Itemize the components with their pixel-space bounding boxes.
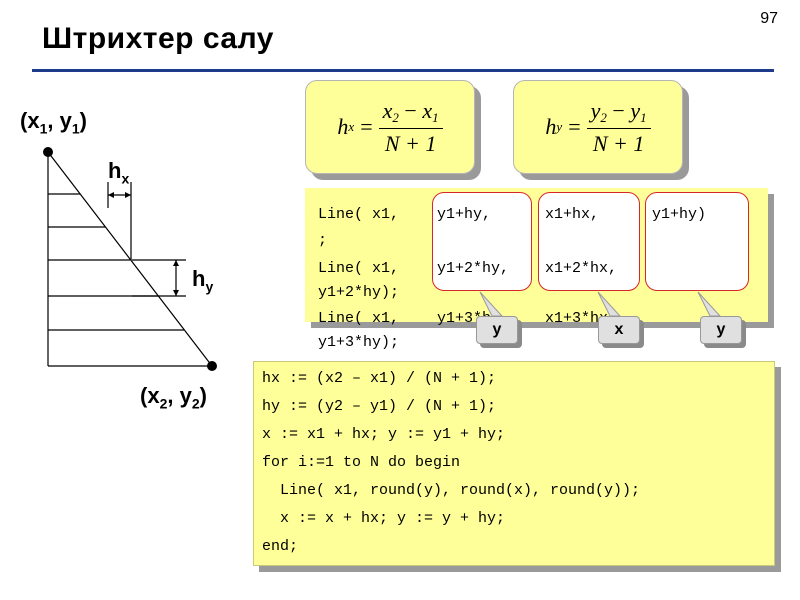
arrowhead: [125, 192, 131, 198]
hy-label: hy: [192, 266, 214, 295]
point-2-label: (x2, y2): [140, 383, 207, 412]
callout-pointer: [479, 291, 504, 317]
code-line: x := x1 + hx; y := y1 + hy;: [262, 426, 506, 443]
y2-highlight-box: [645, 192, 749, 291]
code-line: hy := (y2 – y1) / (N + 1);: [262, 398, 497, 415]
title-divider: [32, 69, 774, 72]
code-line: for i:=1 to N do begin: [262, 454, 461, 471]
line-call-3-d: y1+3*hy);: [318, 334, 400, 351]
arrowhead: [173, 290, 179, 296]
line-call-1-b: y1+hy,: [437, 206, 492, 223]
callout-pointer: [697, 291, 722, 317]
line-call-3-a: Line( x1,: [318, 310, 400, 327]
diagonal: [47, 151, 213, 367]
line-call-2-a: Line( x1,: [318, 260, 400, 277]
line-call-2-d: y1+2*hy);: [318, 284, 400, 301]
arrowhead: [108, 192, 114, 198]
code-line: Line( x1, round(y), round(x), round(y));: [262, 482, 641, 499]
line-call-1-c: x1+hx,: [545, 206, 600, 223]
callout-pointer: [597, 291, 622, 317]
hatching-diagram: [43, 147, 217, 371]
code-line: end;: [262, 538, 299, 555]
point-1-label: (x1, y1): [20, 108, 87, 137]
x-highlight-box: [538, 192, 640, 291]
slide-number: 97: [760, 10, 778, 27]
code-line: x := x + hx; y := y + hy;: [262, 510, 506, 527]
line-call-2-b: y1+2*hy,: [437, 260, 510, 277]
endpoint-1: [43, 147, 53, 157]
endpoint-2: [207, 361, 217, 371]
callout-y-2: y: [700, 316, 742, 344]
code-box: hx := (x2 – x1) / (N + 1); hy := (y2 – y…: [253, 361, 775, 566]
callout-y: y: [476, 316, 518, 344]
line-call-1-a: Line( x1,: [318, 206, 400, 223]
arrowhead: [173, 260, 179, 266]
y-highlight-box: [432, 192, 532, 291]
line-call-1-d: y1+hy): [652, 206, 707, 223]
callout-x: x: [598, 316, 640, 344]
slide-title: Штрихтер салу: [42, 22, 274, 55]
line-call-1-e: ;: [318, 232, 328, 249]
line-call-2-c: x1+2*hx,: [545, 260, 618, 277]
code-line: hx := (x2 – x1) / (N + 1);: [262, 370, 497, 387]
hx-label: hx: [108, 158, 130, 187]
